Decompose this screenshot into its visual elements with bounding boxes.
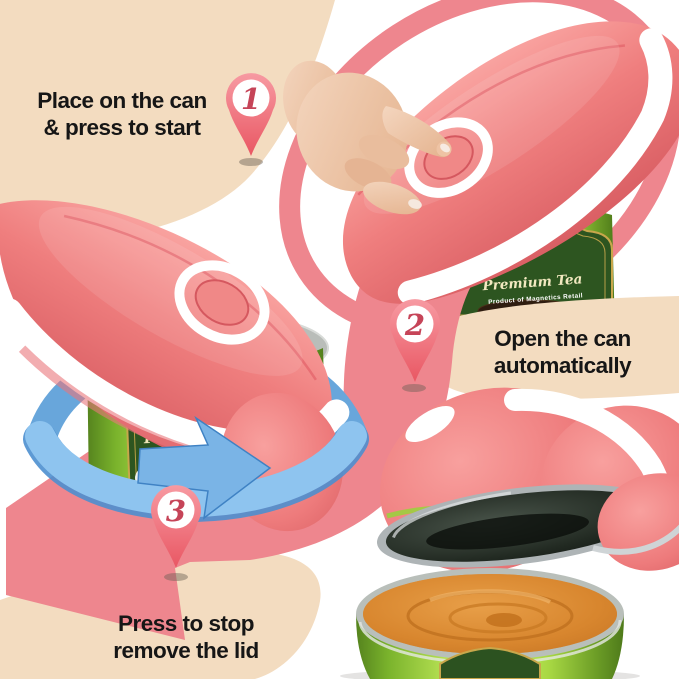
hand-pointer — [283, 60, 452, 215]
step1-line1: Place on the can — [37, 88, 207, 113]
step3-number: 3 — [166, 494, 186, 528]
step2-caption: Open the can automatically — [450, 326, 675, 379]
index-finger — [382, 106, 452, 158]
step1-number: 1 — [241, 82, 261, 116]
step3-line2: remove the lid — [113, 637, 259, 663]
opener-arm — [597, 473, 679, 571]
step2-line2: automatically — [493, 352, 632, 378]
peach-background-top-left — [0, 0, 335, 244]
folded-finger — [358, 134, 410, 170]
start-button — [174, 260, 270, 345]
step1-line2: & press to start — [43, 114, 201, 140]
can-title: Premium Tea — [481, 271, 583, 294]
step3-caption: Press to stop remove the lid — [73, 611, 299, 664]
can-badge — [439, 646, 541, 679]
opened-can — [340, 568, 640, 679]
step1-caption: Place on the can & press to start — [10, 88, 234, 141]
step3-line1: Press to stop — [117, 611, 255, 636]
can-opener-lid — [376, 387, 679, 573]
swoosh-arrow-icon — [6, 239, 500, 640]
step1-pin: 1 — [226, 73, 276, 156]
fingernail — [440, 143, 450, 153]
thumb — [363, 181, 421, 215]
can-opener-top — [343, 21, 679, 305]
white-band — [397, 28, 673, 305]
step2-number: 2 — [404, 308, 425, 342]
step3-pin: 3 — [151, 485, 201, 568]
step2-line1: Open the can — [494, 326, 631, 351]
removed-lid — [376, 484, 664, 568]
white-highlight — [405, 406, 455, 442]
peach-background-right-band — [428, 296, 679, 400]
step2-pin: 2 — [390, 299, 440, 382]
